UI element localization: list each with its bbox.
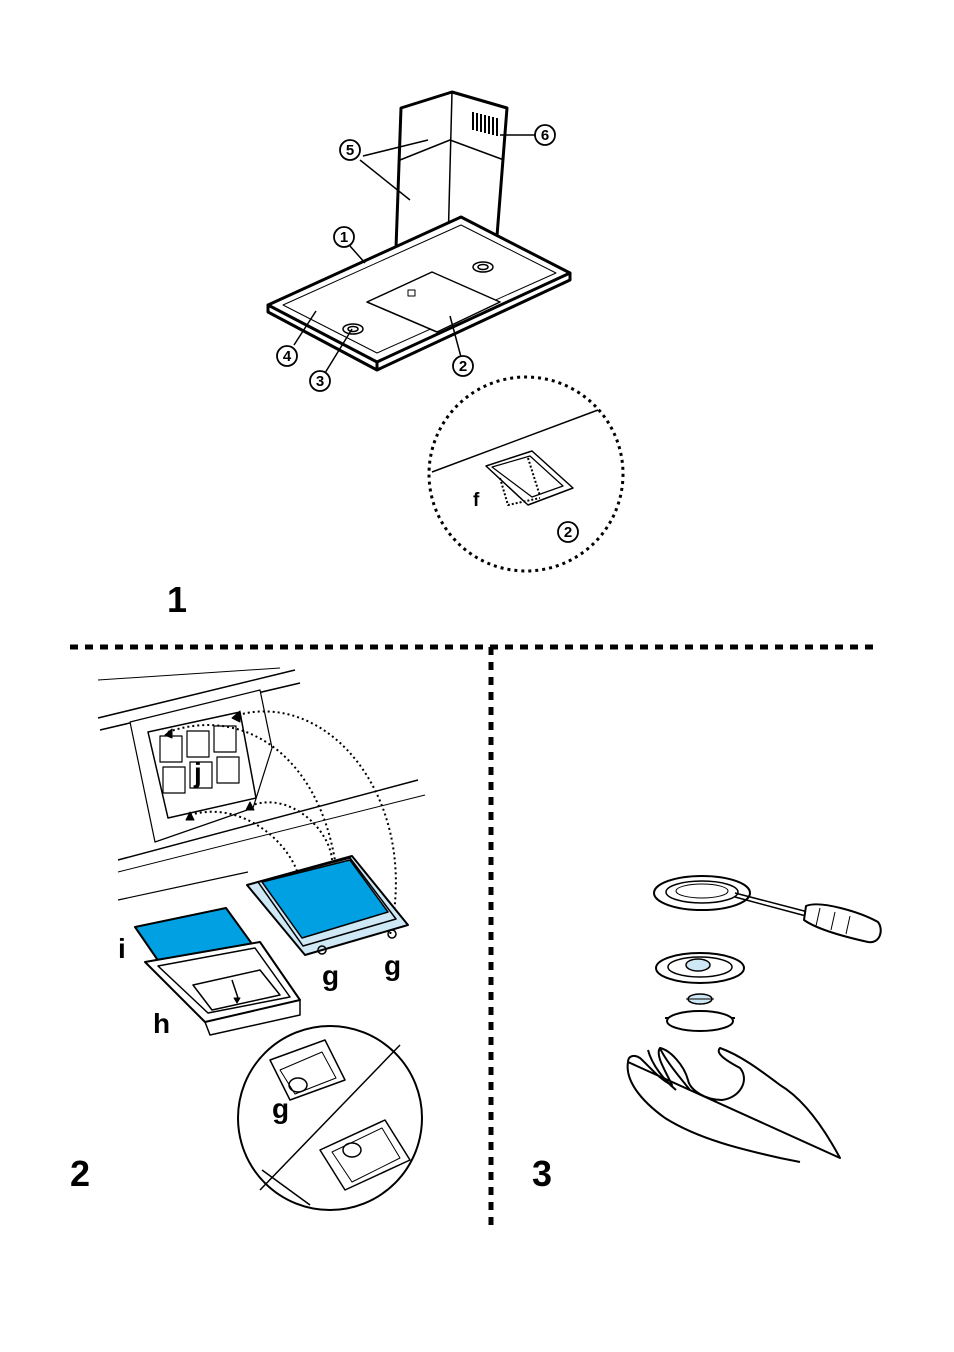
detail-view-2 (238, 1026, 422, 1210)
callout-number: 5 (346, 142, 354, 159)
letter-label: f (473, 490, 480, 511)
letter-label: h (153, 1008, 170, 1039)
glass-ring-icon (665, 1011, 735, 1031)
figure-number: 2 (70, 1153, 90, 1194)
letter-label: g (272, 1093, 289, 1124)
letter-label: g (322, 960, 339, 991)
range-hood-icon (268, 92, 570, 370)
callout-number: 2 (459, 358, 467, 375)
bulb-icon (686, 994, 714, 1004)
callout-number: 2 (564, 524, 572, 541)
screwdriver-icon (735, 893, 881, 942)
figure-number: 3 (532, 1153, 552, 1194)
figure-number: 1 (167, 579, 187, 620)
letter-label: i (118, 933, 126, 964)
grease-filter-icon (247, 856, 408, 955)
callout-number: 6 (541, 127, 549, 144)
figure-1 (268, 92, 623, 571)
hand-icon (628, 1048, 840, 1162)
letter-label: g (384, 950, 401, 981)
letter-label: j (193, 757, 202, 788)
hood-underside-icon (98, 668, 425, 900)
figure-3 (628, 876, 881, 1162)
detail-view-1 (429, 377, 623, 571)
callout-number: 1 (340, 229, 348, 246)
figure-2 (98, 668, 425, 1210)
callout-number: 4 (283, 348, 292, 365)
callout-number: 3 (316, 373, 324, 390)
lamp-holder-icon (656, 953, 744, 983)
